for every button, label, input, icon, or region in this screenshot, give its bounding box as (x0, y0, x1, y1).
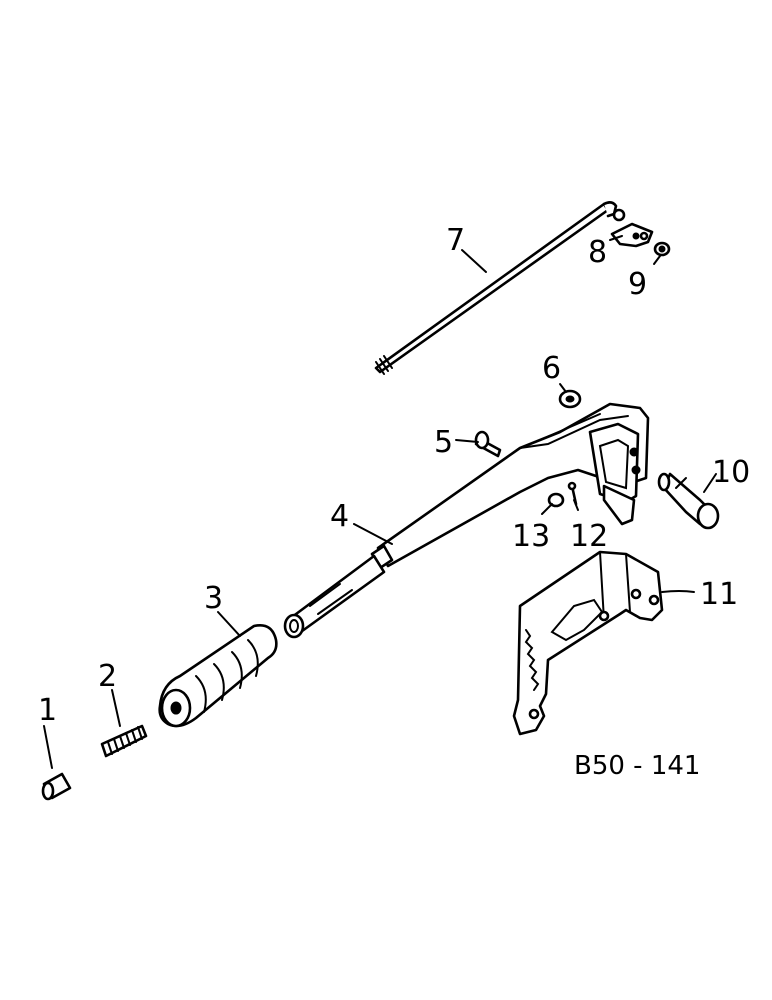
callout-1: 1 (38, 693, 57, 728)
callout-4: 4 (330, 499, 349, 534)
leader-lines (43, 235, 717, 769)
callout-6: 6 (542, 351, 561, 386)
callout-13: 13 (512, 519, 550, 554)
callout-10: 10 (712, 455, 750, 490)
callout-11: 11 (700, 577, 738, 612)
spring-pin-part (653, 241, 671, 257)
grip-handle-part (158, 624, 278, 728)
callout-3: 3 (204, 581, 223, 616)
callout-2: 2 (98, 659, 117, 694)
reference-code: B50 - 141 (574, 751, 700, 781)
callout-5: 5 (434, 425, 453, 460)
callout-8: 8 (588, 235, 607, 270)
callout-9: 9 (628, 267, 647, 302)
clip-part (610, 222, 654, 248)
nut-part (558, 389, 582, 409)
callout-12: 12 (570, 519, 608, 554)
threaded-stud-part (100, 724, 148, 758)
pivot-pin-part (657, 472, 720, 530)
sleeve-part (41, 772, 72, 801)
lever-arm-part (283, 402, 650, 639)
ratchet-bracket-part (512, 550, 664, 736)
rod-part (374, 201, 626, 375)
bolt-part (474, 430, 502, 458)
callout-7: 7 (446, 223, 465, 258)
